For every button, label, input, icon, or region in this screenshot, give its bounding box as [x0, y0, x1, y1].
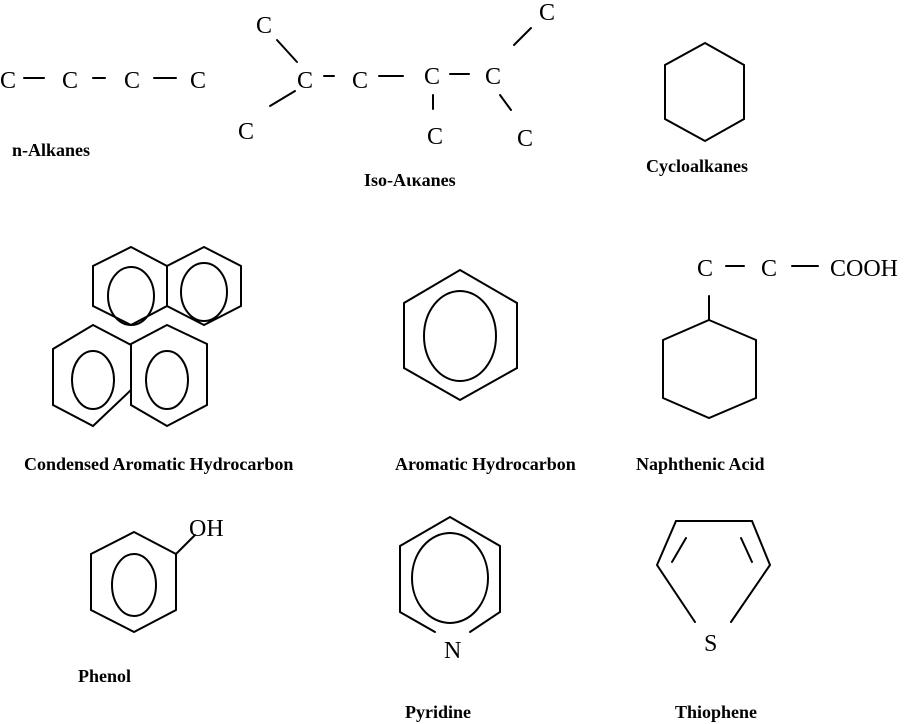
pyridine-ring — [399, 515, 501, 633]
iso-alkanes-label: Iso-Aικanes — [364, 170, 456, 190]
iso-bond-bottom-right — [499, 94, 512, 111]
phenol-oh-group: OH — [189, 516, 224, 542]
phenol-hexagon — [90, 530, 177, 634]
phenol-label: Phenol — [78, 666, 131, 686]
pyridine-label: Pyridine — [405, 702, 471, 722]
iso-carbon-top-left: C — [256, 13, 272, 39]
iso-carbon-branch-center: C — [424, 64, 440, 90]
iso-carbon-top-right: C — [539, 0, 555, 26]
iso-carbon-branch-right: C — [485, 64, 501, 90]
naphthenic-acid-label: Naphthenic Acid — [636, 454, 765, 474]
pyridine-nitrogen: N — [444, 638, 461, 664]
iso-alkanes-structure: C C C C C C C C C — [238, 0, 555, 152]
n-alkane-carbon-1: C — [0, 68, 16, 94]
phenol-structure: OH — [90, 516, 224, 634]
pyridine-aromatic-circle — [411, 532, 489, 624]
phenol-bond-oh — [175, 534, 196, 555]
n-alkane-carbon-2: C — [62, 68, 78, 94]
aromatic-circle-top-left — [107, 266, 155, 326]
iso-bond-bottom-left — [269, 90, 296, 107]
naphthenic-carbon-1: C — [697, 256, 713, 282]
thiophene-structure: S — [655, 520, 772, 657]
aromatic-circle-bottom-left — [71, 350, 115, 410]
thiophene-sulfur: S — [704, 631, 717, 657]
aromatic-hydrocarbon-label: Aromatic Hydrocarbon — [395, 454, 576, 474]
benzene-aromatic-circle — [423, 290, 497, 382]
n-alkanes-label: n-Alkanes — [12, 140, 90, 160]
naphthenic-ring-hexagon — [662, 318, 757, 420]
n-alkanes-structure: C C C C — [0, 68, 206, 94]
benzene-hexagon — [403, 268, 518, 402]
naphthenic-carbon-2: C — [761, 256, 777, 282]
aromatic-circle-bottom-right — [145, 350, 189, 410]
thiophene-ring — [655, 520, 772, 623]
naphthenic-cooh-group: COOH — [830, 256, 898, 282]
iso-carbon-bottom-left: C — [238, 119, 254, 145]
condensed-ring-top-right — [166, 245, 242, 327]
pyridine-structure: N — [399, 515, 501, 664]
iso-carbon-middle: C — [352, 68, 368, 94]
condensed-ring-bottom-left — [52, 323, 132, 428]
condensed-ring-bottom-right — [130, 323, 208, 428]
iso-bond-top-left — [276, 39, 298, 63]
naphthenic-acid-structure: C C COOH — [662, 256, 898, 420]
cycloalkanes-label: Cycloalkanes — [646, 156, 748, 176]
condensed-aromatic-label: Condensed Aromatic Hydrocarbon — [24, 454, 293, 474]
thiophene-double-bond-left — [671, 537, 687, 563]
thiophene-double-bond-right — [740, 537, 753, 563]
iso-carbon-bottom-center: C — [427, 124, 443, 150]
n-alkane-carbon-4: C — [190, 68, 206, 94]
aromatic-circle-top-right — [180, 262, 228, 322]
condensed-ring-top-left — [92, 245, 168, 327]
thiophene-label: Thiophene — [675, 702, 757, 722]
benzene-structure — [403, 268, 518, 402]
iso-carbon-branch-left: C — [297, 68, 313, 94]
n-alkane-carbon-3: C — [124, 68, 140, 94]
phenol-aromatic-circle — [111, 553, 157, 617]
condensed-aromatic-structure — [52, 245, 242, 428]
iso-carbon-bottom-right: C — [517, 126, 533, 152]
cycloalkane-hexagon — [664, 41, 745, 143]
iso-bond-top-right — [513, 27, 532, 46]
